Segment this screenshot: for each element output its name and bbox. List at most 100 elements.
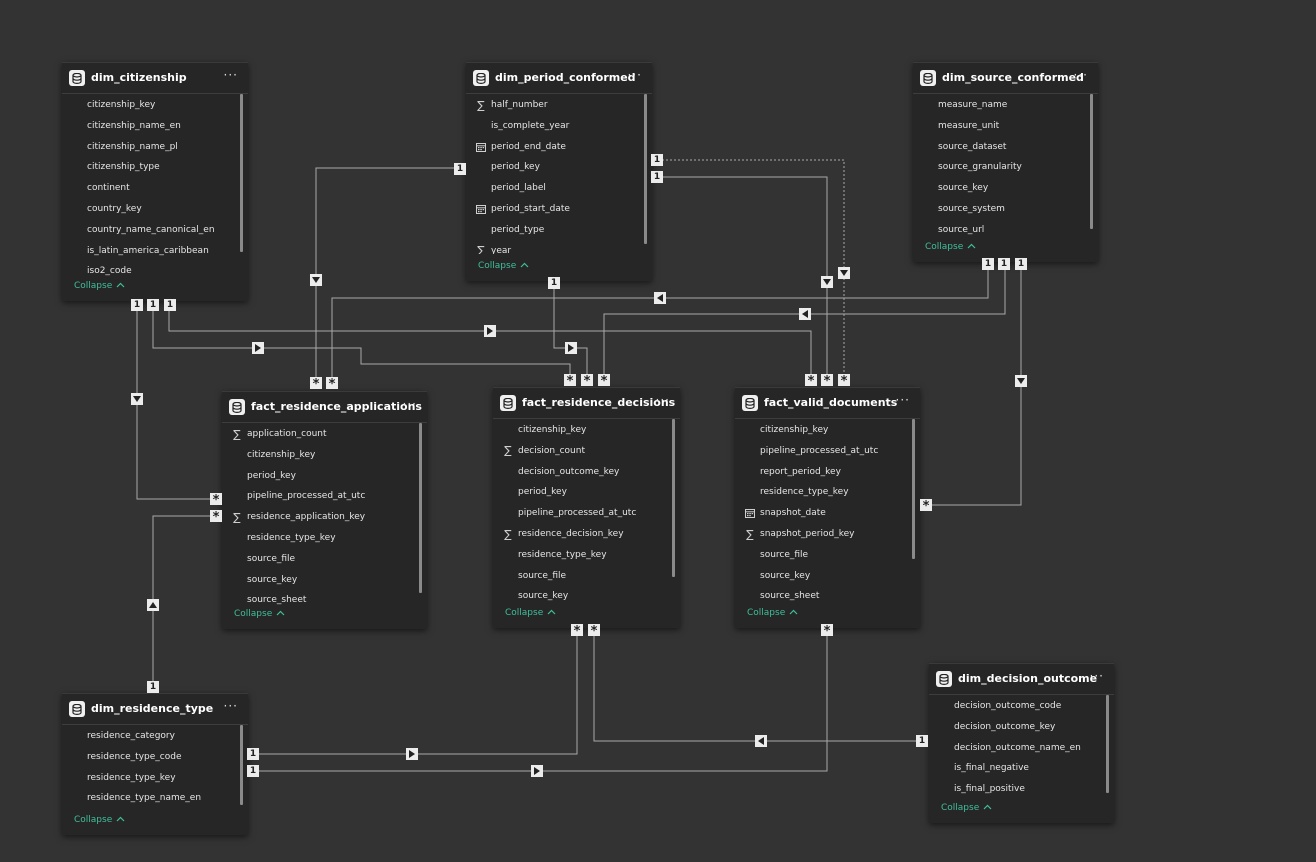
field-row[interactable]: pipeline_processed_at_utc — [222, 486, 413, 506]
field-row[interactable]: measure_unit — [913, 116, 1084, 136]
field-row[interactable]: source_key — [222, 570, 413, 590]
collapse-link[interactable]: Collapse — [74, 281, 125, 291]
relationship-line[interactable] — [603, 264, 1006, 380]
field-row[interactable]: source_key — [493, 586, 666, 606]
relationship-line[interactable] — [331, 264, 989, 383]
relationship-line[interactable] — [168, 306, 812, 380]
field-row[interactable]: source_file — [493, 566, 666, 586]
collapse-link[interactable]: Collapse — [478, 261, 529, 271]
field-list-scrollbar[interactable] — [912, 419, 915, 559]
field-row[interactable]: source_sheet — [735, 586, 906, 606]
field-list-scrollbar[interactable] — [240, 94, 243, 252]
relationship-line[interactable] — [136, 306, 216, 500]
field-row[interactable]: residence_type_key — [735, 482, 906, 502]
collapse-link[interactable]: Collapse — [234, 609, 285, 619]
field-row[interactable]: period_label — [466, 178, 638, 198]
more-options-button[interactable]: ··· — [1089, 669, 1104, 683]
field-row[interactable]: snapshot_date — [735, 503, 906, 523]
field-row[interactable]: residence_type_key — [222, 528, 413, 548]
collapse-link[interactable]: Collapse — [747, 608, 798, 618]
field-row[interactable]: citizenship_key — [62, 95, 234, 115]
field-row[interactable]: ∑half_number — [466, 95, 638, 115]
more-options-button[interactable]: ··· — [223, 699, 238, 713]
field-row[interactable]: country_key — [62, 199, 234, 219]
field-row[interactable]: period_key — [493, 482, 666, 502]
collapse-link[interactable]: Collapse — [505, 608, 556, 618]
relationship-line[interactable] — [593, 630, 916, 742]
field-row[interactable]: citizenship_key — [493, 420, 666, 440]
field-list-scrollbar[interactable] — [1106, 695, 1109, 793]
table-card-dim-decision-outcome[interactable]: dim_decision_outcome···decision_outcome_… — [929, 663, 1114, 823]
field-row[interactable]: period_key — [466, 157, 638, 177]
inactive-relationship-line[interactable] — [658, 159, 845, 380]
field-row[interactable]: period_end_date — [466, 137, 638, 157]
field-row[interactable]: source_sheet — [222, 590, 413, 610]
field-row[interactable]: source_url — [913, 220, 1084, 240]
field-row[interactable]: residence_category — [62, 726, 234, 746]
collapse-link[interactable]: Collapse — [74, 815, 125, 825]
field-row[interactable]: pipeline_processed_at_utc — [735, 441, 906, 461]
table-header[interactable]: fact_residence_applications··· — [222, 392, 427, 423]
field-list-scrollbar[interactable] — [419, 423, 422, 593]
field-row[interactable]: citizenship_name_en — [62, 116, 234, 136]
field-row[interactable]: citizenship_key — [735, 420, 906, 440]
field-list-scrollbar[interactable] — [672, 419, 675, 577]
table-header[interactable]: fact_residence_decisions··· — [493, 388, 680, 419]
relationship-line[interactable] — [658, 176, 828, 380]
table-header[interactable]: dim_residence_type··· — [62, 694, 248, 725]
field-row[interactable]: ∑application_count — [222, 424, 413, 444]
field-row[interactable]: is_final_negative — [929, 758, 1100, 778]
table-card-fact-residence-decisions[interactable]: fact_residence_decisions···citizenship_k… — [493, 387, 680, 628]
field-row[interactable]: ∑decision_count — [493, 441, 666, 461]
field-row[interactable]: residence_type_key — [62, 768, 234, 788]
field-row[interactable]: continent — [62, 178, 234, 198]
more-options-button[interactable]: ··· — [627, 68, 642, 82]
field-row[interactable]: country_name_canonical_en — [62, 220, 234, 240]
field-row[interactable]: decision_outcome_key — [493, 462, 666, 482]
field-row[interactable]: iso2_code — [62, 261, 234, 281]
table-header[interactable]: dim_decision_outcome··· — [929, 664, 1114, 695]
field-row[interactable]: source_dataset — [913, 137, 1084, 157]
field-row[interactable]: is_latin_america_caribbean — [62, 241, 234, 261]
field-row[interactable]: ∑snapshot_period_key — [735, 524, 906, 544]
field-row[interactable]: is_complete_year — [466, 116, 638, 136]
relationship-line[interactable] — [248, 630, 578, 755]
field-row[interactable]: source_key — [735, 566, 906, 586]
field-list-scrollbar[interactable] — [644, 94, 647, 244]
field-row[interactable]: residence_type_code — [62, 747, 234, 767]
relationship-line[interactable] — [152, 515, 216, 686]
field-row[interactable]: ∑residence_decision_key — [493, 524, 666, 544]
field-row[interactable]: pipeline_processed_at_utc — [493, 503, 666, 523]
field-row[interactable]: source_file — [735, 545, 906, 565]
field-row[interactable]: citizenship_key — [222, 445, 413, 465]
field-row[interactable]: measure_name — [913, 95, 1084, 115]
field-row[interactable]: citizenship_type — [62, 157, 234, 177]
more-options-button[interactable]: ··· — [223, 68, 238, 82]
table-header[interactable]: dim_citizenship··· — [62, 63, 248, 94]
field-list-scrollbar[interactable] — [1090, 94, 1093, 229]
table-card-fact-residence-applications[interactable]: fact_residence_applications···∑applicati… — [222, 391, 427, 629]
relationship-line[interactable] — [152, 306, 571, 380]
more-options-button[interactable]: ··· — [1073, 68, 1088, 82]
field-row[interactable]: decision_outcome_code — [929, 696, 1100, 716]
field-row[interactable]: source_key — [913, 178, 1084, 198]
more-options-button[interactable]: ··· — [402, 397, 417, 411]
field-row[interactable]: decision_outcome_key — [929, 717, 1100, 737]
field-row[interactable]: source_granularity — [913, 157, 1084, 177]
collapse-link[interactable]: Collapse — [941, 803, 992, 813]
collapse-link[interactable]: Collapse — [925, 242, 976, 252]
field-row[interactable]: period_type — [466, 220, 638, 240]
field-row[interactable]: period_key — [222, 466, 413, 486]
